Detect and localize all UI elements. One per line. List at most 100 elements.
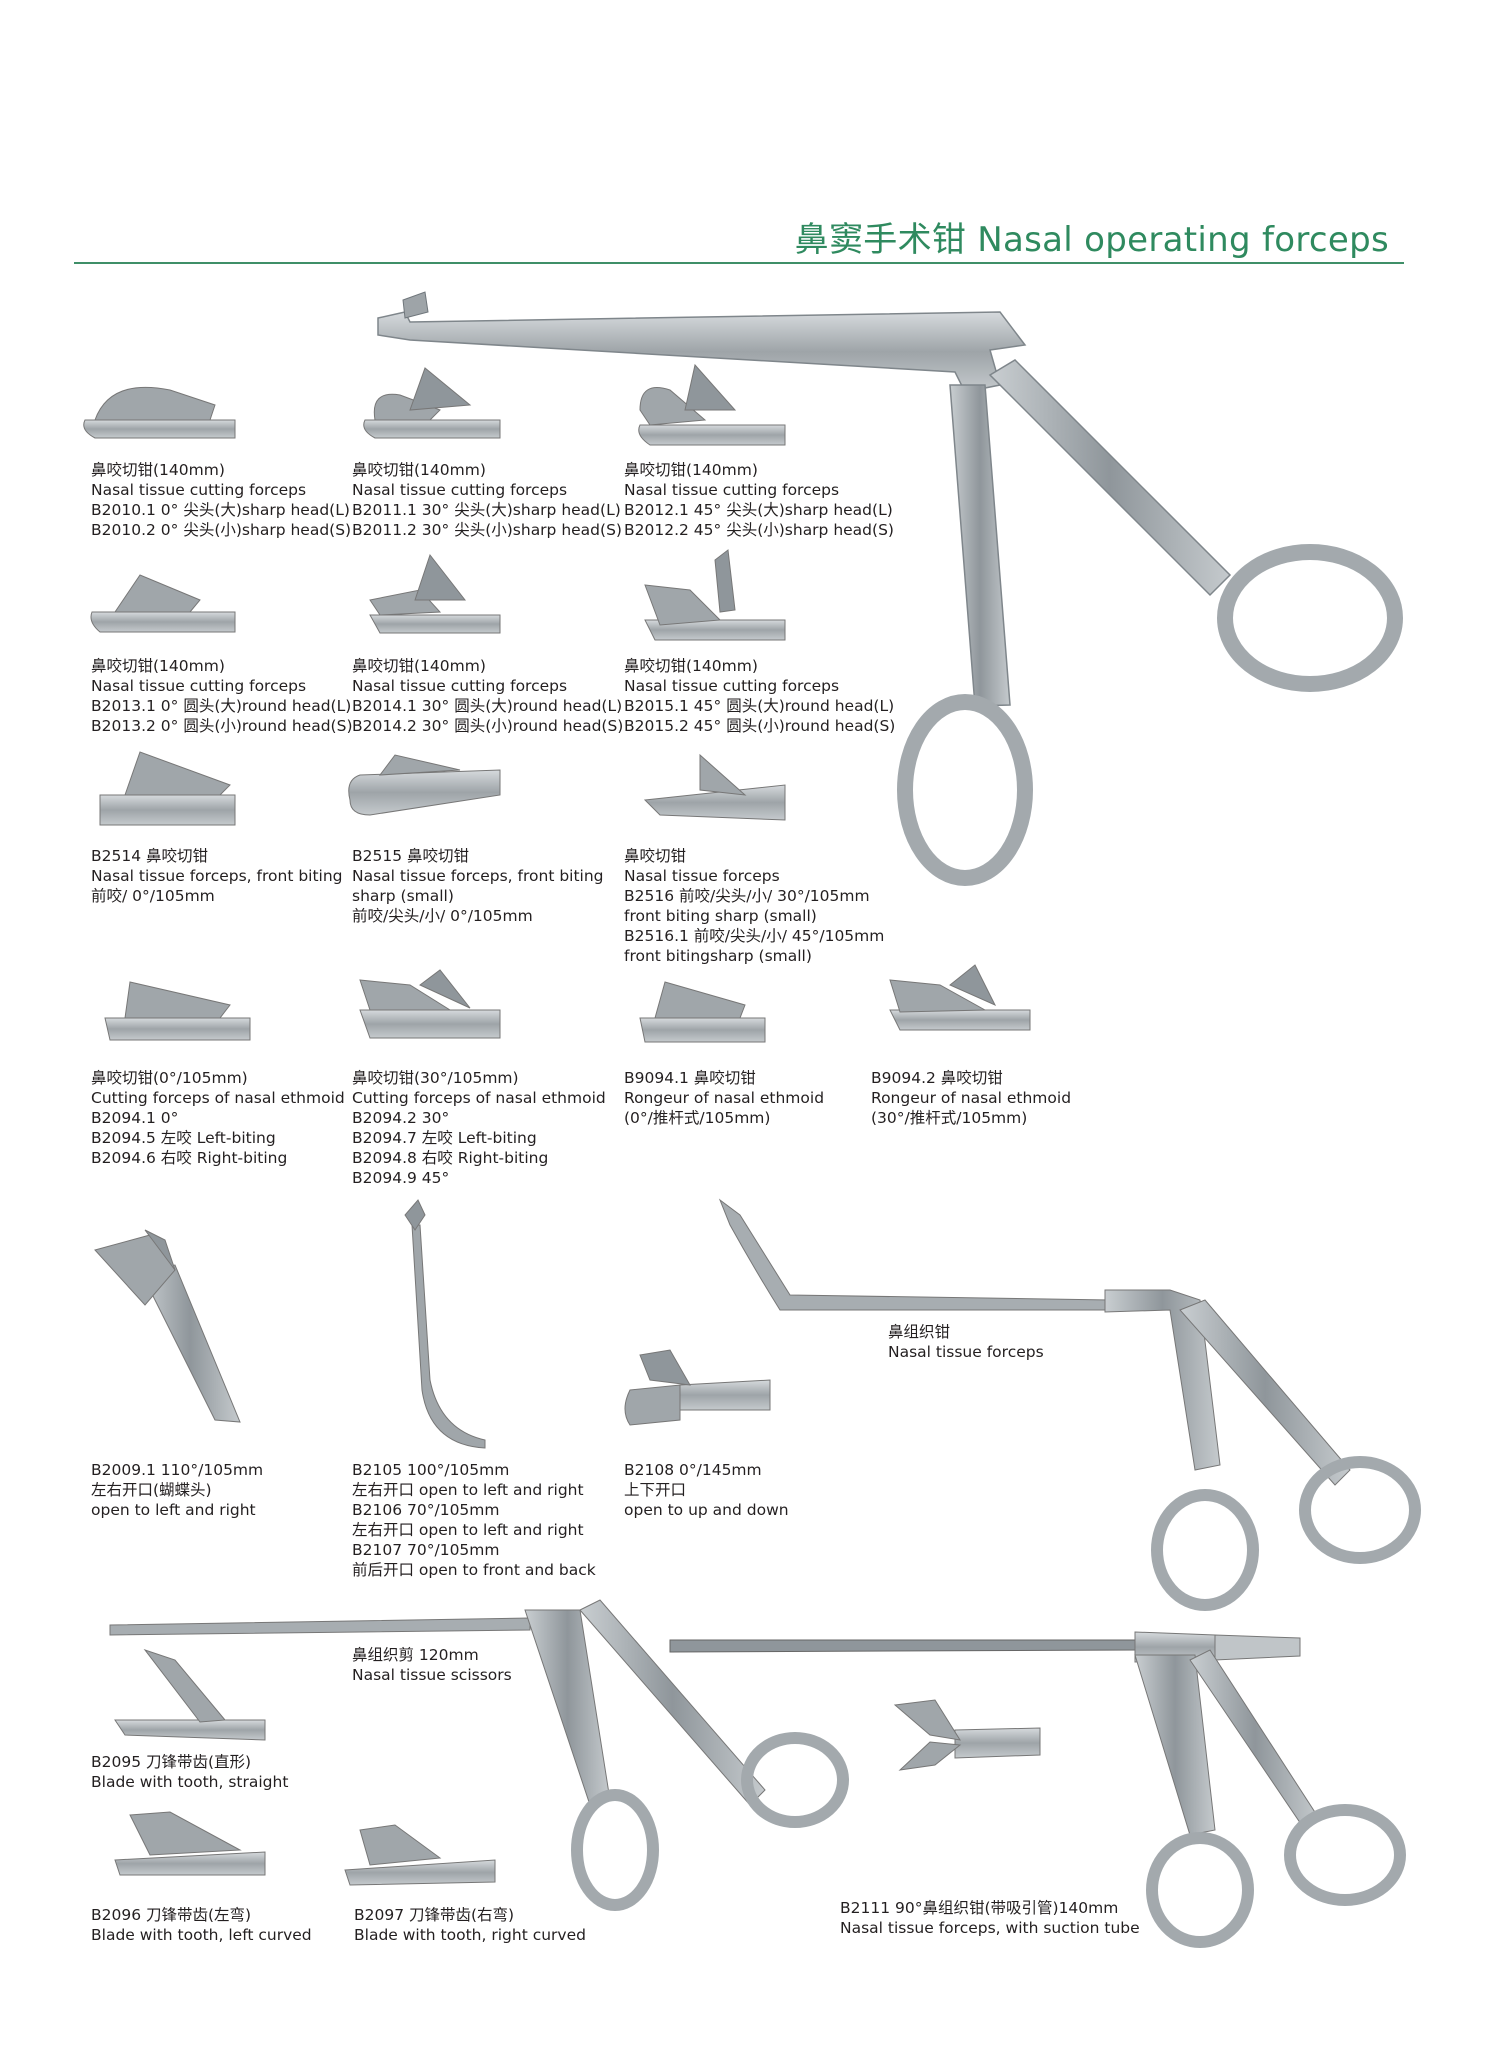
tissue-forceps-illustration <box>718 1198 1421 1611</box>
caption-b9094-1: B9094.1 鼻咬切钳 Rongeur of nasal ethmoid (0… <box>624 1068 824 1128</box>
caption-line: (30°/推杆式/105mm) <box>871 1109 1028 1127</box>
caption-line: B2094.6 右咬 Right-biting <box>91 1149 288 1167</box>
caption-line: Nasal tissue forceps, with suction tube <box>840 1919 1140 1937</box>
tip-b2009 <box>94 1229 241 1423</box>
tip-b9094-1 <box>639 981 766 1043</box>
caption-line: B2108 0°/145mm <box>624 1461 762 1479</box>
caption-line: Rongeur of nasal ethmoid <box>624 1089 825 1107</box>
caption-line: 鼻组织剪 120mm <box>352 1646 479 1664</box>
caption-line: 鼻咬切钳(140mm) <box>624 657 758 675</box>
title-divider <box>74 262 1404 264</box>
caption-b2015: 鼻咬切钳(140mm) Nasal tissue cutting forceps… <box>624 656 895 736</box>
caption-b2515: B2515 鼻咬切钳 Nasal tissue forceps, front b… <box>352 846 604 926</box>
caption-b2108: B2108 0°/145mm 上下开口 open to up and down <box>624 1460 789 1520</box>
caption-line: Nasal tissue cutting forceps <box>624 677 840 695</box>
caption-line: open to left and right <box>91 1501 256 1519</box>
caption-line: 前后开口 open to front and back <box>352 1561 596 1579</box>
caption-b2011: 鼻咬切钳(140mm) Nasal tissue cutting forceps… <box>352 460 622 540</box>
caption-line: B2009.1 110°/105mm <box>91 1461 264 1479</box>
caption-line: B2094.9 45° <box>352 1169 450 1187</box>
caption-line: (0°/推杆式/105mm) <box>624 1109 771 1127</box>
caption-b2094a: 鼻咬切钳(0°/105mm) Cutting forceps of nasal … <box>91 1068 345 1168</box>
caption-tissue-forceps: 鼻组织钳 Nasal tissue forceps <box>888 1322 1044 1362</box>
caption-b2516: 鼻咬切钳 Nasal tissue forceps B2516 前咬/尖头/小/… <box>624 846 884 966</box>
caption-line: B2515 鼻咬切钳 <box>352 847 470 865</box>
caption-line: 前咬/尖头/小/ 0°/105mm <box>352 907 533 925</box>
caption-line: Nasal tissue forceps <box>888 1343 1044 1361</box>
caption-line: 鼻咬切钳 <box>624 847 687 865</box>
tip-b2105 <box>404 1199 486 1449</box>
caption-line: B2015.2 45° 圆头(小)round head(S) <box>624 717 896 735</box>
caption-b2111: B2111 90°鼻组织钳(带吸引管)140mm Nasal tissue fo… <box>840 1898 1140 1938</box>
tip-b2514 <box>99 751 236 826</box>
caption-line: B2094.7 左咬 Left-biting <box>352 1129 537 1147</box>
caption-line: Nasal tissue forceps <box>624 867 780 885</box>
caption-b2096: B2096 刀锋带齿(左弯) Blade with tooth, left cu… <box>91 1905 312 1945</box>
caption-line: Cutting forceps of nasal ethmoid <box>91 1089 345 1107</box>
tip-b2013 <box>90 574 236 633</box>
caption-line: B2011.2 30° 尖头(小)sharp head(S) <box>352 521 622 539</box>
tip-b2094b <box>359 969 501 1039</box>
caption-b2010: 鼻咬切钳(140mm) Nasal tissue cutting forceps… <box>91 460 351 540</box>
tip-b2097 <box>344 1824 496 1886</box>
caption-b2097: B2097 刀锋带齿(右弯) Blade with tooth, right c… <box>354 1905 586 1945</box>
caption-line: B9094.2 鼻咬切钳 <box>871 1069 1003 1087</box>
caption-b2013: 鼻咬切钳(140mm) Nasal tissue cutting forceps… <box>91 656 353 736</box>
caption-b2009: B2009.1 110°/105mm 左右开口(蝴蝶头) open to lef… <box>91 1460 263 1520</box>
caption-line: Nasal tissue cutting forceps <box>624 481 840 499</box>
caption-scissors: 鼻组织剪 120mm Nasal tissue scissors <box>352 1645 512 1685</box>
caption-b2094b: 鼻咬切钳(30°/105mm) Cutting forceps of nasal… <box>352 1068 606 1188</box>
caption-line: Nasal tissue forceps, front biting <box>352 867 604 885</box>
tip-b2516 <box>643 753 786 821</box>
caption-line: Nasal tissue scissors <box>352 1666 512 1684</box>
caption-line: B2096 刀锋带齿(左弯) <box>91 1906 252 1924</box>
tip-b2012 <box>638 363 786 446</box>
caption-line: 鼻咬切钳(140mm) <box>352 461 486 479</box>
caption-b2105: B2105 100°/105mm 左右开口 open to left and r… <box>352 1460 596 1580</box>
caption-line: 鼻咬切钳(140mm) <box>624 461 758 479</box>
caption-line: sharp (small) <box>352 887 454 905</box>
caption-line: Nasal tissue cutting forceps <box>352 677 568 695</box>
caption-b2012: 鼻咬切钳(140mm) Nasal tissue cutting forceps… <box>624 460 894 540</box>
tip-b2108 <box>624 1349 771 1426</box>
tip-b2094a <box>104 981 251 1041</box>
tip-b2010 <box>83 386 236 439</box>
caption-line: B2015.1 45° 圆头(大)round head(L) <box>624 697 895 715</box>
tip-b2111 <box>893 1699 1041 1771</box>
caption-line: Blade with tooth, right curved <box>354 1926 586 1944</box>
caption-line: B2010.2 0° 尖头(小)sharp head(S) <box>91 521 352 539</box>
caption-line: 上下开口 <box>624 1481 687 1499</box>
caption-line: 鼻咬切钳(30°/105mm) <box>352 1069 519 1087</box>
tip-b2015 <box>644 549 786 641</box>
caption-b2014: 鼻咬切钳(140mm) Nasal tissue cutting forceps… <box>352 656 623 736</box>
caption-line: B2094.5 左咬 Left-biting <box>91 1129 276 1147</box>
caption-line: front bitingsharp (small) <box>624 947 812 965</box>
caption-line: B2012.1 45° 尖头(大)sharp head(L) <box>624 501 893 519</box>
caption-line: open to up and down <box>624 1501 789 1519</box>
tip-b2515 <box>348 754 501 816</box>
suction-forceps-illustration <box>669 1631 1406 1948</box>
scissors-illustration <box>109 1599 849 1911</box>
caption-line: B2094.8 右咬 Right-biting <box>352 1149 549 1167</box>
tip-b9094-2 <box>889 964 1031 1031</box>
caption-line: 鼻咬切钳(140mm) <box>91 461 225 479</box>
caption-b2095: B2095 刀锋带齿(直形) Blade with tooth, straigh… <box>91 1752 288 1792</box>
caption-line: B2014.1 30° 圆头(大)round head(L) <box>352 697 623 715</box>
caption-line: 鼻组织钳 <box>888 1323 951 1341</box>
caption-line: B2094.1 0° <box>91 1109 179 1127</box>
caption-line: Rongeur of nasal ethmoid <box>871 1089 1072 1107</box>
caption-line: B2097 刀锋带齿(右弯) <box>354 1906 515 1924</box>
caption-line: B2094.2 30° <box>352 1109 450 1127</box>
caption-line: B2516 前咬/尖头/小/ 30°/105mm <box>624 887 870 905</box>
tip-b2095 <box>114 1649 266 1741</box>
caption-b2514: B2514 鼻咬切钳 Nasal tissue forceps, front b… <box>91 846 343 906</box>
caption-b9094-2: B9094.2 鼻咬切钳 Rongeur of nasal ethmoid (3… <box>871 1068 1071 1128</box>
caption-line: B2013.2 0° 圆头(小)round head(S) <box>91 717 353 735</box>
caption-line: B2014.2 30° 圆头(小)round head(S) <box>352 717 624 735</box>
main-forceps-illustration <box>377 291 1403 886</box>
caption-line: B2010.1 0° 尖头(大)sharp head(L) <box>91 501 350 519</box>
caption-line: 左右开口 open to left and right <box>352 1521 584 1539</box>
tip-b2014 <box>369 553 501 634</box>
caption-line: 左右开口(蝴蝶头) <box>91 1481 212 1499</box>
caption-line: Blade with tooth, left curved <box>91 1926 312 1944</box>
